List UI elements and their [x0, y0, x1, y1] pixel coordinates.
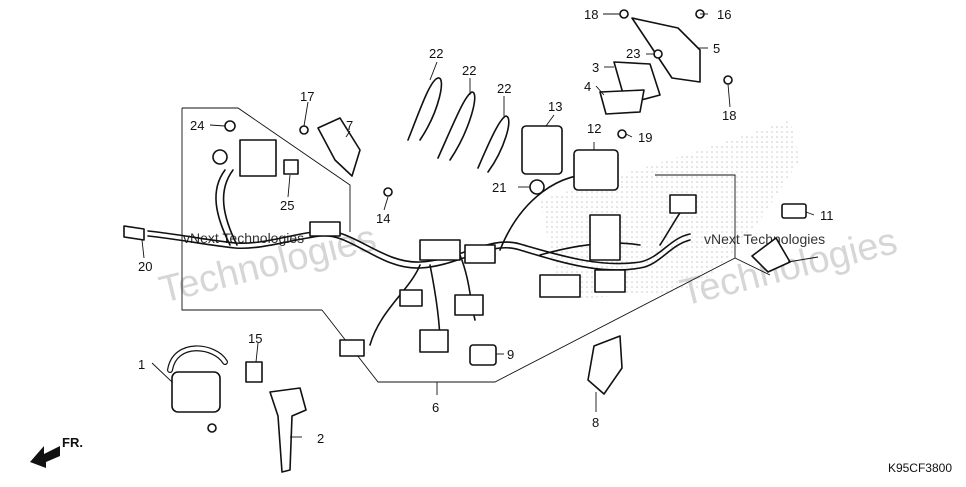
- callout-12: 12: [587, 121, 601, 136]
- callout-8: 8: [592, 415, 599, 430]
- callout-1: 1: [138, 357, 145, 372]
- callout-3: 3: [592, 60, 599, 75]
- front-direction-arrow: FR.: [30, 435, 83, 468]
- ignition-coil: [167, 345, 228, 433]
- diagram-code: K95CF3800: [887, 461, 952, 475]
- clamp-9: [469, 344, 497, 366]
- callout-11: 11: [820, 208, 834, 223]
- fastener-17: [299, 125, 309, 135]
- leader-lines: [141, 13, 819, 438]
- callout-18a: 18: [584, 7, 598, 22]
- spark-plug-cap: [269, 387, 307, 473]
- callout-19: 19: [638, 130, 652, 145]
- hose-band-clips: [407, 77, 510, 173]
- callout-14: 14: [376, 211, 390, 226]
- callout-5: 5: [713, 41, 720, 56]
- svg-text:vNext Technologies: vNext Technologies: [704, 231, 825, 247]
- callout-9: 9: [507, 347, 514, 362]
- callout-20: 20: [138, 259, 152, 274]
- callout-2: 2: [317, 431, 324, 446]
- callout-24: 24: [190, 118, 204, 133]
- harness-assembly-outline: [181, 107, 771, 383]
- bolt-15: [245, 361, 263, 383]
- callout-15: 15: [248, 331, 262, 346]
- callout-7: 7: [346, 118, 353, 133]
- callout-labels: 1 2 3 4 5 6 7 8 9 11 12 13 14 15 16 17 1…: [138, 7, 834, 446]
- watermark-right: vNext Technologies Technologies: [676, 220, 901, 314]
- callout-4: 4: [584, 79, 591, 94]
- bolt-14: [383, 187, 393, 197]
- bracket-7: [317, 117, 361, 177]
- callout-16: 16: [717, 7, 731, 22]
- callout-23: 23: [626, 46, 640, 61]
- callout-17: 17: [300, 89, 314, 104]
- callout-6: 6: [432, 400, 439, 415]
- callout-22b: 22: [462, 63, 476, 78]
- callout-25: 25: [280, 198, 294, 213]
- relay-modules: [521, 125, 619, 195]
- svg-text:FR.: FR.: [62, 435, 83, 450]
- watermark-left: vNext Technologies Technologies: [155, 217, 380, 311]
- bracket-8: [587, 335, 623, 395]
- svg-text:vNext Technologies: vNext Technologies: [183, 230, 304, 246]
- callout-22c: 22: [497, 81, 511, 96]
- upper-bracket-stack: [599, 9, 733, 139]
- callout-18b: 18: [722, 108, 736, 123]
- callout-21: 21: [492, 180, 506, 195]
- clip-25: [283, 159, 299, 175]
- main-wire-harness: [123, 139, 697, 357]
- clip-24: [224, 120, 236, 132]
- callout-13: 13: [548, 99, 562, 114]
- callout-22a: 22: [429, 46, 443, 61]
